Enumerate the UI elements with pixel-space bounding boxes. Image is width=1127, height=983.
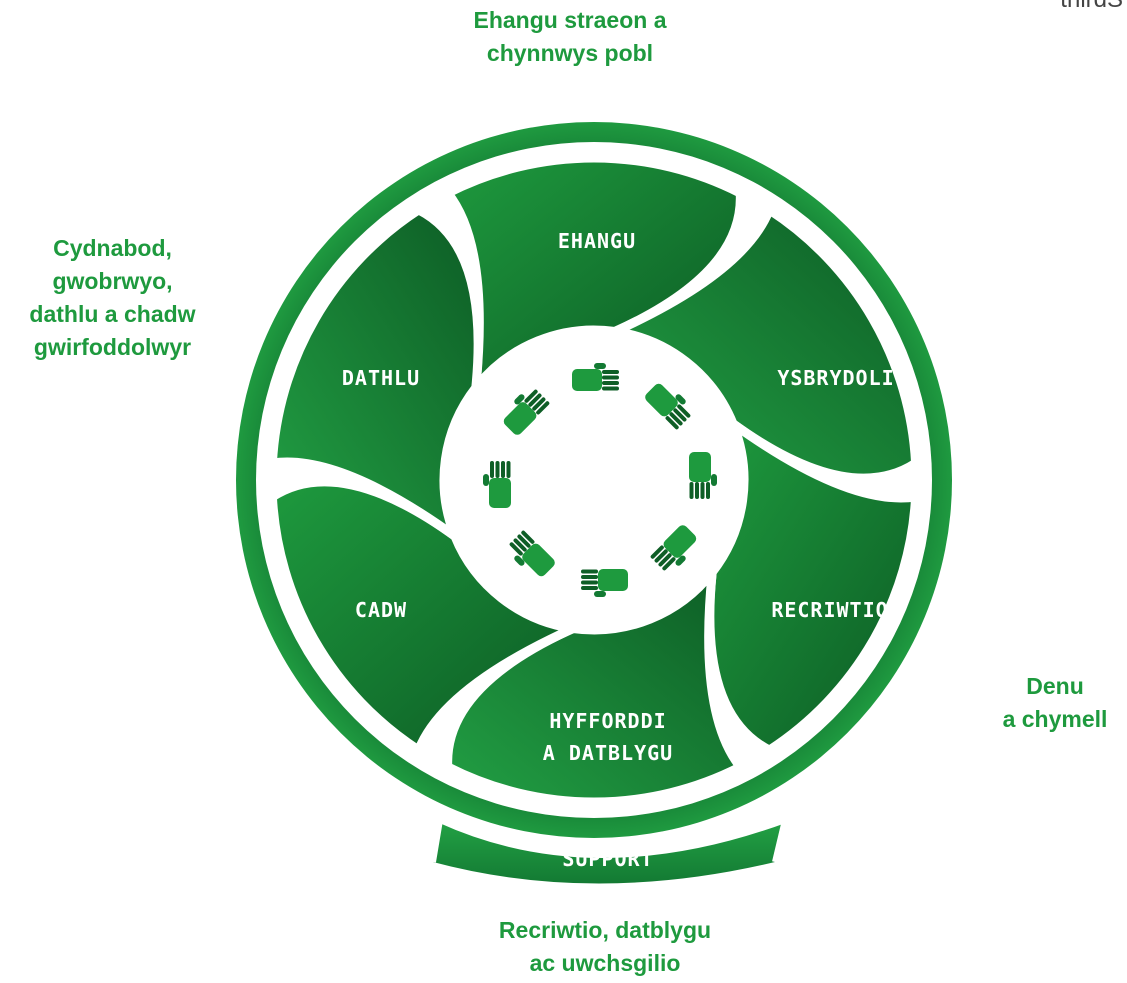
label-line: dathlu a chadw [29, 301, 196, 327]
segment-dathlu [267, 205, 483, 541]
segment-label-recriwtio: RECRIWTIO [771, 598, 888, 622]
segments [267, 153, 921, 807]
support-banner-divider-left [430, 819, 443, 863]
hand-icon [503, 389, 550, 435]
label-line: Recriwtio, datblygu [498, 917, 712, 943]
segment-label-dathlu: DATHLU [342, 366, 420, 390]
segment-label-datblygu: A DATBLYGU [543, 741, 673, 765]
hand-icon [689, 452, 717, 499]
segment-label-hyfforddi: HYFFORDDI [549, 709, 666, 733]
hand-icon [572, 363, 619, 391]
label-line: Ehangu straeon a [473, 7, 667, 33]
hand-icon [509, 530, 555, 577]
label-line: chynnwys pobl [486, 40, 654, 66]
support-banner-divider-right [772, 819, 788, 863]
label-line: a chymell [1002, 706, 1108, 732]
label-line: gwirfoddolwyr [33, 334, 192, 360]
circle-of-hands-icon [483, 363, 717, 597]
hand-icon [645, 383, 691, 430]
support-label: SUPPORT [562, 847, 653, 871]
hand-icon [650, 525, 697, 571]
label-ehangu-straeon: Ehangu straeon a chynnwys pobl [440, 4, 700, 70]
label-denu: Denu a chymell [985, 670, 1125, 736]
segment-label-ehangu: EHANGU [558, 229, 636, 253]
label-line: Cydnabod, [53, 235, 172, 261]
hand-icon [483, 461, 511, 508]
support-banner-edge [438, 817, 787, 858]
support-banner [433, 820, 785, 884]
segment-label-cadw: CADW [355, 598, 407, 622]
corner-partial-text: thirdS [1060, 0, 1123, 14]
hand-icon [581, 569, 628, 597]
label-cydnabod: Cydnabod, gwobrwyo, dathlu a chadw gwirf… [0, 232, 225, 364]
label-line: Denu [1026, 673, 1084, 699]
label-line: gwobrwyo, [52, 268, 173, 294]
label-line: ac uwchsgilio [529, 950, 681, 976]
segment-label-ysbrydoli: YSBRYDOLI [777, 366, 894, 390]
label-recriwtio-datblygu: Recriwtio, datblygu ac uwchsgilio [440, 914, 770, 980]
